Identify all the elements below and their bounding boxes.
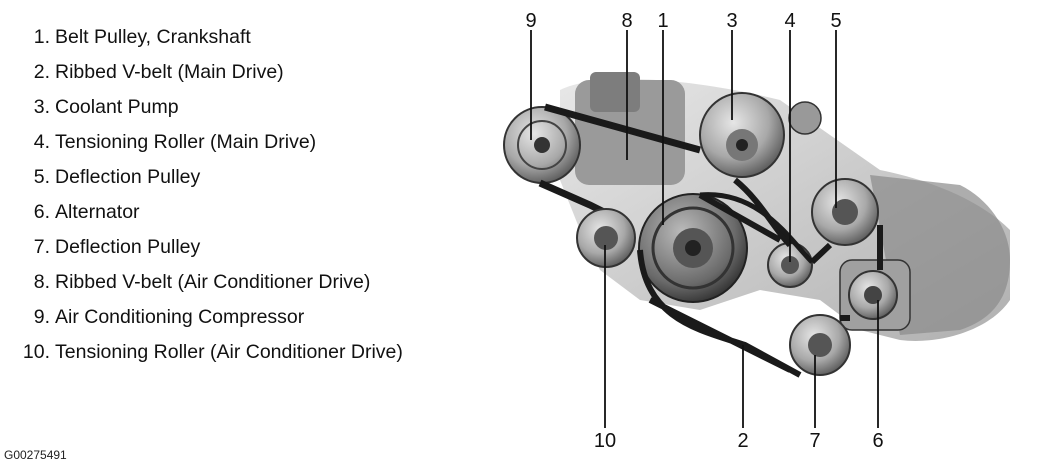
legend-number: 3. [33, 95, 50, 118]
image-code: G00275491 [4, 448, 67, 462]
coolant-pump-pulley [699, 92, 822, 178]
callout-3: 3 [726, 10, 737, 32]
callout-1: 1 [657, 10, 668, 32]
crankshaft-pulley [638, 193, 748, 303]
callout-7: 7 [809, 430, 820, 452]
legend-number: 10. [22, 340, 50, 363]
callout-2: 2 [737, 430, 748, 452]
legend-label: Alternator [55, 200, 140, 223]
deflection-pulley-upper [811, 178, 879, 246]
legend-item: 3.Coolant Pump [0, 92, 179, 122]
callout-5: 5 [830, 10, 841, 32]
alternator [839, 259, 911, 331]
legend-item: 5.Deflection Pulley [0, 162, 201, 192]
legend-item: 4.Tensioning Roller (Main Drive) [0, 127, 316, 157]
legend-item: 10.Tensioning Roller (Air Conditioner Dr… [0, 337, 403, 367]
deflection-pulley-lower [789, 314, 851, 376]
legend-label: Tensioning Roller (Main Drive) [55, 130, 317, 153]
legend-item: 2.Ribbed V-belt (Main Drive) [0, 57, 284, 87]
legend-label: Tensioning Roller (Air Conditioner Drive… [55, 340, 403, 363]
legend-label: Ribbed V-belt (Air Conditioner Drive) [55, 270, 371, 293]
legend-number: 5. [33, 165, 50, 188]
callout-4: 4 [784, 10, 795, 32]
legend-item: 8.Ribbed V-belt (Air Conditioner Drive) [0, 267, 371, 297]
legend-number: 6. [33, 200, 50, 223]
legend-item: 6.Alternator [0, 197, 140, 227]
legend-label: Belt Pulley, Crankshaft [55, 25, 251, 48]
legend-number: 8. [33, 270, 50, 293]
legend-label: Coolant Pump [55, 95, 179, 118]
legend-item: 1.Belt Pulley, Crankshaft [0, 22, 251, 52]
ac-tensioning-roller [576, 208, 636, 268]
legend-label: Air Conditioning Compressor [55, 305, 305, 328]
callout-6: 6 [872, 430, 883, 452]
legend-number: 7. [33, 235, 50, 258]
legend-number: 9. [33, 305, 50, 328]
belt-drive-diagram: 9 8 1 3 4 5 10 2 7 6 [503, 10, 1010, 452]
legend-item: 9.Air Conditioning Compressor [0, 302, 305, 332]
legend-label: Deflection Pulley [55, 235, 201, 258]
legend-number: 2. [33, 60, 50, 83]
callout-10: 10 [594, 430, 616, 452]
legend-label: Ribbed V-belt (Main Drive) [55, 60, 284, 83]
legend-number: 4. [33, 130, 50, 153]
legend-item: 7.Deflection Pulley [0, 232, 201, 262]
main-belt [637, 177, 883, 378]
callout-9: 9 [525, 10, 536, 32]
legend-number: 1. [33, 25, 50, 48]
legend-label: Deflection Pulley [55, 165, 201, 188]
leader-lines [530, 30, 879, 428]
callout-8: 8 [621, 10, 632, 32]
